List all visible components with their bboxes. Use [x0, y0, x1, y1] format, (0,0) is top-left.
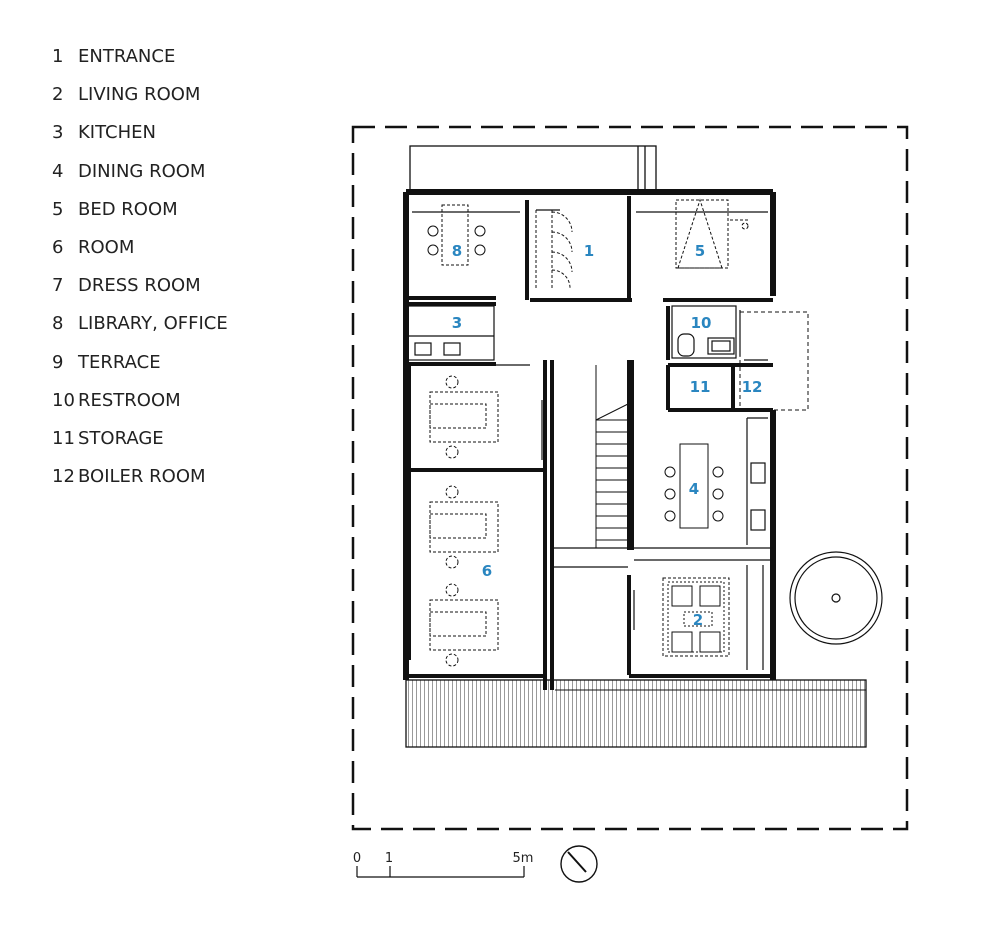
legend-label: DRESS ROOM	[78, 275, 201, 297]
room-label-room: 6	[482, 562, 492, 580]
bedroom-furniture	[675, 198, 750, 269]
legend-label: ENTRANCE	[78, 46, 176, 67]
legend-item: 1 ENTRANCE	[52, 45, 228, 83]
room-label-kitchen: 3	[452, 314, 462, 332]
room-label-boiler: 12	[742, 378, 763, 396]
room-label-restroom: 10	[691, 314, 712, 332]
legend-number: 3	[52, 122, 64, 144]
legend-number: 5	[52, 198, 64, 220]
legend-item: 4 DINING ROOM	[52, 160, 228, 198]
restroom-fixtures	[671, 305, 768, 361]
legend-number: 6	[52, 236, 64, 258]
legend-label: TERRACE	[78, 351, 161, 373]
room-furniture	[429, 375, 499, 667]
legend-number: 1	[52, 46, 64, 67]
room-label-bedroom: 5	[695, 242, 705, 260]
legend-label: LIVING ROOM	[78, 84, 201, 106]
legend-number: 8	[52, 313, 64, 335]
legend-label: BOILER ROOM	[78, 466, 206, 488]
legend-number: 2	[52, 84, 64, 106]
legend-number: 10	[52, 389, 75, 411]
legend-label: RESTROOM	[78, 389, 181, 411]
scale-label-five: 5m	[513, 851, 534, 866]
legend-item: 8 LIBRARY, OFFICE	[52, 312, 228, 350]
thin-partitions	[405, 209, 773, 670]
legend-label: LIBRARY, OFFICE	[78, 313, 228, 335]
legend-item: 9 TERRACE	[52, 351, 228, 389]
legend-item: 6 ROOM	[52, 236, 228, 274]
living-furniture	[662, 577, 730, 657]
legend-item: 5 BED ROOM	[52, 198, 228, 236]
interior-walls	[406, 196, 773, 690]
legend-number: 4	[52, 160, 64, 182]
legend-number: 7	[52, 275, 64, 297]
roof-canopy	[409, 145, 657, 193]
scale-label-one: 1	[385, 851, 393, 866]
room-label-living: 2	[693, 611, 703, 629]
site-boundary	[351, 125, 909, 831]
north-arrow-icon	[560, 845, 598, 883]
room-label-library: 8	[452, 242, 462, 260]
legend-label: DINING ROOM	[78, 160, 206, 182]
room-legend: 1 ENTRANCE 2 LIVING ROOM 3 KITCHEN 4 DINING …	[52, 45, 228, 503]
legend-number: 9	[52, 351, 64, 373]
scale-bar	[356, 866, 525, 878]
room-label-storage: 11	[690, 378, 711, 396]
legend-label: BED ROOM	[78, 198, 178, 220]
legend-label: ROOM	[78, 236, 135, 258]
scale-label-zero: 0	[353, 851, 361, 866]
room-label-entrance: 1	[584, 242, 594, 260]
dining-furniture	[664, 443, 724, 529]
round-tank	[789, 551, 883, 645]
boiler-room-outline	[739, 311, 809, 411]
legend-item: 7 DRESS ROOM	[52, 274, 228, 312]
staircase	[595, 365, 629, 548]
terrace-deck	[405, 679, 867, 748]
library-furniture	[427, 204, 486, 266]
legend-number: 11	[52, 427, 75, 449]
legend-label: STORAGE	[78, 427, 164, 449]
room-label-dining: 4	[689, 480, 699, 498]
legend-label: KITCHEN	[78, 122, 156, 144]
legend-number: 12	[52, 466, 75, 488]
legend-item: 3 KITCHEN	[52, 121, 228, 159]
exterior-walls	[403, 189, 776, 680]
legend-item: 2 LIVING ROOM	[52, 83, 228, 121]
entrance-doors	[535, 210, 573, 290]
